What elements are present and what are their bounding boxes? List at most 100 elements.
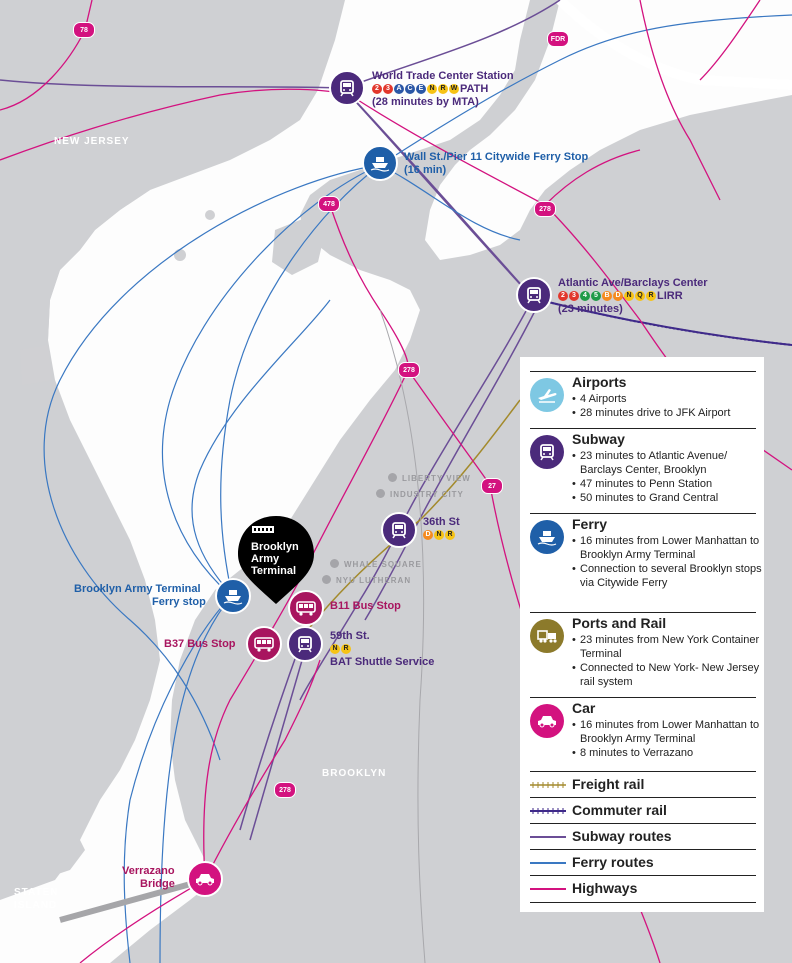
subway-line-bullet: 4 <box>580 291 590 302</box>
legend-ferry-item: 16 minutes from Lower Manhattan to Brook… <box>572 534 762 562</box>
highway-shield-278-north: 278 <box>534 201 556 217</box>
subway-line-bullet: R <box>646 291 656 302</box>
subway-line-bullet: N <box>624 291 634 302</box>
commuter-rail-swatch <box>530 808 566 814</box>
legend-ports-item: Connected to New York- New Jersey rail s… <box>572 661 762 689</box>
subway-line-bullet: 5 <box>591 291 601 302</box>
wtc-name: World Trade Center Station <box>372 70 514 82</box>
highway-shield-478: 478 <box>318 196 340 212</box>
st59-extra: BAT Shuttle Service <box>330 656 435 668</box>
legend-ferry-routes-label: Ferry routes <box>572 854 654 870</box>
atlantic-time: (23 minutes) <box>558 303 623 315</box>
area-staten-island-1: STATEN <box>14 887 59 898</box>
legend-subway-item: 23 minutes to Atlantic Avenue/ Barclays … <box>572 449 762 477</box>
legend-ports-title: Ports and Rail <box>572 615 667 631</box>
legend-ferry-title: Ferry <box>572 516 608 532</box>
wall-st-name: Wall St./Pier 11 Citywide Ferry Stop <box>404 151 589 163</box>
legend-ferry: Ferry 16 minutes from Lower Manhattan to… <box>530 513 762 608</box>
atlantic-extra: LIRR <box>657 290 683 302</box>
st59-name: 59th St. <box>330 630 370 642</box>
legend-car: Car 16 minutes from Lower Manhattan to B… <box>530 697 759 768</box>
area-brooklyn: BROOKLYN <box>322 768 387 779</box>
brooklyn-army-terminal-pin[interactable] <box>236 514 316 606</box>
wtc-time: (28 minutes by MTA) <box>372 96 479 108</box>
subway-line-bullet: 2 <box>558 291 568 302</box>
legend-car-title: Car <box>572 700 596 716</box>
bus-stop-b11-icon[interactable] <box>288 590 324 626</box>
poi-liberty-view: LIBERTY VIEW <box>402 474 471 483</box>
ferry-boat-icon <box>530 520 564 554</box>
legend-subway-routes-label: Subway routes <box>572 828 672 844</box>
bat-pin-label: Brooklyn Army Terminal <box>251 541 299 577</box>
b11-name: B11 Bus Stop <box>330 600 401 612</box>
legend-ferry-routes: Ferry routes <box>530 849 756 876</box>
legend-subway-routes: Subway routes <box>530 823 756 850</box>
legend-freight-rail-label: Freight rail <box>572 776 645 792</box>
highway-shield-27: 27 <box>481 478 503 494</box>
legend-ferry-item: Connection to several Brooklyn stops via… <box>572 562 762 590</box>
poi-dot-nyu-lutheran <box>322 575 331 584</box>
wall-st-time: (16 min) <box>404 164 447 176</box>
legend-ports-rail: Ports and Rail 23 minutes from New York … <box>530 612 759 693</box>
subway-line-bullet: N <box>434 530 444 541</box>
highways-swatch <box>530 888 566 890</box>
highway-shield-278-mid: 278 <box>398 362 420 378</box>
subway-line-bullet: E <box>416 84 426 95</box>
bus-stop-b37-icon[interactable] <box>246 626 282 662</box>
subway-station-36th-icon[interactable] <box>381 512 417 548</box>
legend-subway-item: 47 minutes to Penn Station <box>572 477 762 491</box>
subway-line-bullet: 3 <box>383 84 393 95</box>
subway-routes-swatch <box>530 836 566 838</box>
subway-line-bullet: 3 <box>569 291 579 302</box>
verrazano-name-1: Verrazano <box>122 865 175 877</box>
subway-train-icon <box>530 435 564 469</box>
legend-commuter-rail: Commuter rail <box>530 797 756 824</box>
subway-line-bullet: 2 <box>372 84 382 95</box>
subway-line-bullet: D <box>423 530 433 541</box>
area-new-jersey: NEW JERSEY <box>54 136 130 147</box>
subway-station-59th-icon[interactable] <box>287 626 323 662</box>
b37-name: B37 Bus Stop <box>164 638 236 650</box>
verrazano-bridge-car-icon[interactable] <box>187 861 223 897</box>
subway-line-bullet: C <box>405 84 415 95</box>
legend-commuter-rail-label: Commuter rail <box>572 802 667 818</box>
subway-station-atlantic-icon[interactable] <box>516 277 552 313</box>
ferry-stop-bat-icon[interactable] <box>215 578 251 614</box>
subway-line-bullet: R <box>341 644 351 655</box>
staten-island <box>0 800 85 885</box>
area-staten-island-2: ISLAND <box>14 900 58 911</box>
bat-ferry-name-1: Brooklyn Army Terminal <box>74 583 201 595</box>
verrazano-name-2: Bridge <box>140 878 175 890</box>
subway-line-bullet: N <box>330 644 340 655</box>
legend-subway-items: 23 minutes to Atlantic Avenue/ Barclays … <box>572 449 762 505</box>
bat-ferry-name-2: Ferry stop <box>152 596 206 608</box>
legend-car-item: 8 minutes to Verrazano <box>572 746 762 760</box>
subway-line-bullet: R <box>445 530 455 541</box>
legend-airports-items: 4 Airports 28 minutes drive to JFK Airpo… <box>572 392 762 420</box>
highway-shield-fdr: FDR <box>547 31 569 47</box>
poi-dot-industry-city <box>376 489 385 498</box>
legend-airports-item: 4 Airports <box>572 392 762 406</box>
subway-station-wtc-icon[interactable] <box>329 70 365 106</box>
subway-line-bullet: Q <box>635 291 645 302</box>
airplane-icon <box>530 378 564 412</box>
ferry-routes-swatch <box>530 862 566 864</box>
subway-line-bullet: W <box>449 84 459 95</box>
legend-subway: Subway 23 minutes to Atlantic Avenue/ Ba… <box>530 428 756 509</box>
poi-whale-square: WHALE SQUARE <box>344 560 422 569</box>
freight-train-icon <box>530 619 564 653</box>
atlantic-name: Atlantic Ave/Barclays Center <box>558 277 708 289</box>
subway-line-bullet: R <box>438 84 448 95</box>
st36-name: 36th St <box>423 516 460 528</box>
highway-shield-278-south: 278 <box>274 782 296 798</box>
legend-airports-item: 28 minutes drive to JFK Airport <box>572 406 762 420</box>
ferry-stop-wall-st-icon[interactable] <box>362 145 398 181</box>
legend-ports-items: 23 minutes from New York Container Termi… <box>572 633 762 689</box>
